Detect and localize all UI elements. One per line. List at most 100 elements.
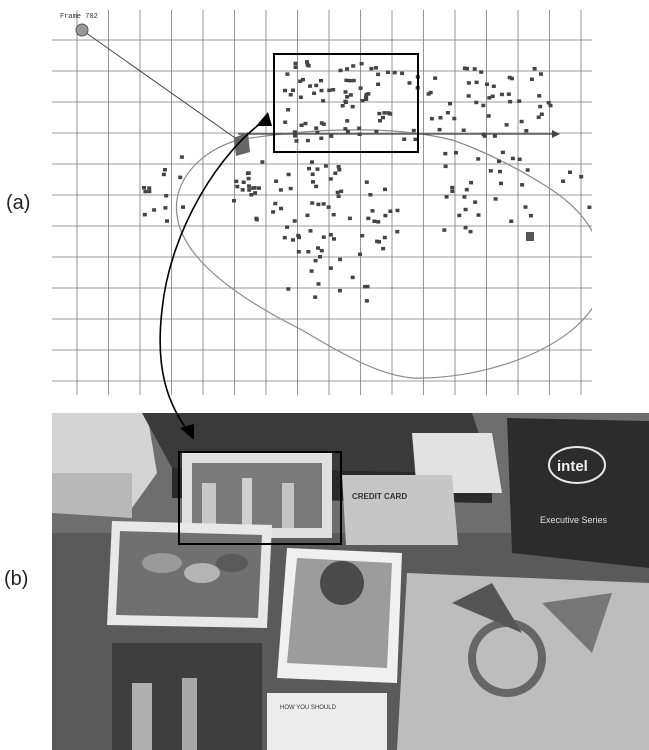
feature-point — [364, 95, 368, 99]
feature-point — [235, 184, 240, 189]
feature-point — [301, 77, 305, 82]
feature-point — [498, 169, 502, 174]
feature-point — [305, 60, 309, 64]
feature-point — [368, 193, 373, 197]
feature-point — [327, 88, 332, 93]
feature-point — [311, 180, 315, 184]
feature-point — [364, 97, 369, 101]
feature-point — [360, 234, 365, 238]
feature-point — [247, 184, 251, 188]
feature-point — [587, 205, 592, 209]
feature-point — [376, 72, 381, 77]
feature-point — [395, 229, 400, 234]
feature-point — [348, 93, 353, 97]
feature-point — [345, 95, 350, 99]
feature-point — [487, 96, 492, 100]
feature-point — [454, 151, 458, 155]
feature-point — [464, 187, 469, 192]
feature-point — [316, 282, 321, 286]
feature-point — [307, 166, 311, 171]
feature-point — [308, 229, 313, 233]
feature-point — [335, 190, 340, 195]
feature-point — [445, 111, 450, 115]
feature-point — [312, 91, 317, 95]
camera-origin-marker — [75, 23, 89, 37]
intel-subtitle-text: Executive Series — [540, 515, 608, 525]
feature-point — [319, 121, 324, 125]
feature-point — [466, 81, 471, 85]
highlight-box-map — [273, 53, 419, 153]
feature-point — [450, 189, 455, 194]
feature-point — [444, 195, 449, 199]
feature-point — [442, 228, 447, 232]
feature-point — [293, 134, 298, 138]
feature-point — [364, 180, 369, 184]
feature-point — [546, 101, 551, 105]
feature-point — [161, 172, 166, 177]
feature-point — [163, 168, 167, 172]
feature-point — [319, 248, 324, 253]
feature-point — [142, 212, 147, 217]
feature-point — [305, 63, 310, 67]
feature-point — [486, 114, 491, 118]
feature-point — [257, 186, 261, 190]
feature-point — [481, 103, 486, 108]
feature-point — [499, 181, 503, 186]
feature-point — [363, 285, 367, 289]
feature-point — [278, 188, 283, 192]
feature-point — [448, 101, 452, 106]
feature-point — [347, 216, 352, 221]
feature-point-cloud — [142, 60, 592, 303]
feature-point — [286, 108, 291, 112]
feature-point — [319, 136, 324, 140]
feature-point — [474, 80, 479, 85]
feature-point — [152, 208, 157, 212]
feature-point — [426, 92, 431, 96]
feature-point — [539, 112, 544, 116]
feature-point — [337, 168, 342, 172]
feature-point — [308, 84, 313, 88]
feature-point — [343, 99, 348, 104]
feature-point — [429, 116, 434, 121]
feature-point — [285, 225, 290, 229]
feature-point — [291, 238, 295, 242]
feature-point — [273, 201, 278, 206]
feature-point — [350, 104, 355, 109]
feature-point — [234, 179, 239, 184]
feature-point — [377, 111, 382, 116]
feature-point — [388, 209, 393, 213]
feature-point — [383, 213, 388, 218]
feature-point — [462, 195, 467, 199]
feature-point — [428, 90, 433, 95]
feature-point — [537, 94, 542, 98]
feature-point — [413, 137, 418, 142]
feature-point — [333, 171, 338, 175]
feature-point — [532, 67, 537, 71]
feature-point — [443, 151, 448, 156]
feature-point — [504, 123, 509, 127]
feature-point — [288, 93, 293, 97]
feature-point — [294, 139, 299, 143]
feature-point — [507, 75, 512, 80]
feature-point — [437, 127, 442, 132]
feature-point — [524, 129, 529, 133]
highlight-box-image — [178, 451, 342, 545]
feature-point — [364, 299, 369, 303]
feature-point — [517, 99, 522, 103]
feature-point — [506, 92, 511, 96]
feature-point — [490, 94, 495, 98]
feature-point — [539, 72, 543, 76]
feature-point — [347, 78, 352, 83]
feature-point — [344, 78, 349, 83]
feature-point — [508, 99, 513, 104]
feature-point — [299, 123, 304, 127]
feature-point — [383, 187, 387, 192]
intel-logo-text: intel — [557, 458, 588, 475]
feature-point — [285, 72, 290, 76]
feature-point — [351, 78, 356, 83]
feature-point — [381, 115, 385, 120]
feature-point — [318, 255, 322, 259]
feature-point — [142, 186, 146, 190]
feature-point — [282, 235, 287, 240]
feature-point — [309, 269, 314, 273]
